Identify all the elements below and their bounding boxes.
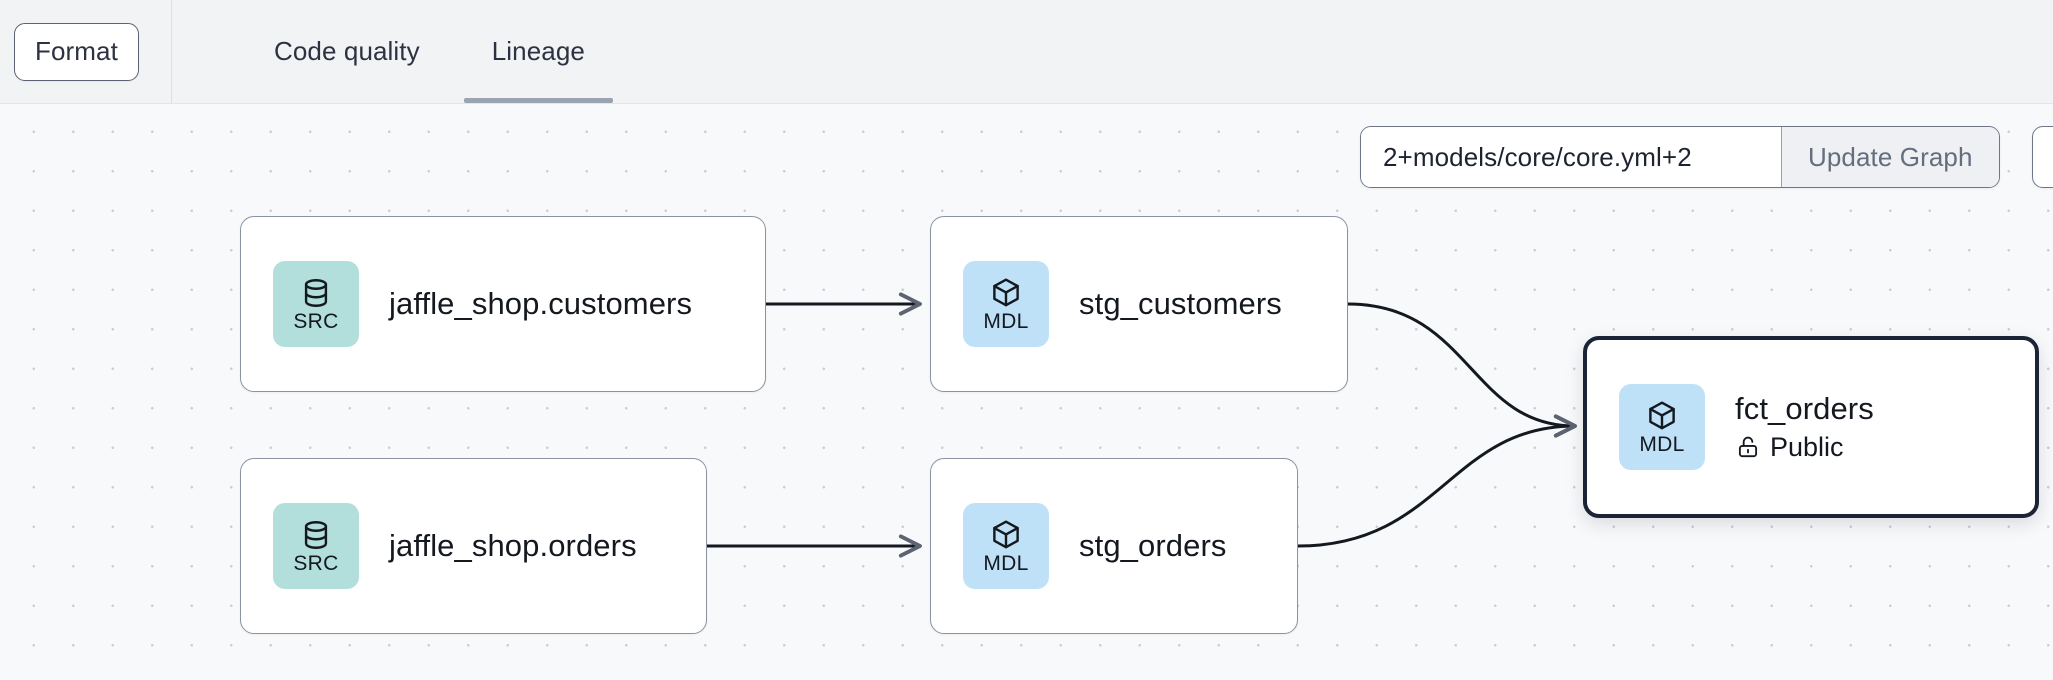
node-title: fct_orders — [1735, 391, 1874, 427]
cube-icon — [1645, 399, 1679, 433]
unlock-icon — [1735, 434, 1761, 460]
node-type-badge-mdl: MDL — [963, 503, 1049, 589]
tab-lineage[interactable]: Lineage — [456, 0, 621, 103]
database-icon — [299, 276, 333, 310]
update-graph-button[interactable]: Update Graph — [1781, 127, 1999, 187]
node-title: stg_orders — [1079, 527, 1227, 563]
edge-stg-customers-to-fct-orders — [1347, 302, 1577, 438]
node-badge-label: MDL — [1639, 433, 1685, 456]
cube-icon — [989, 276, 1023, 310]
node-type-badge-src: SRC — [273, 261, 359, 347]
edge-stg-orders-to-fct-orders — [1297, 414, 1577, 548]
toolbar-header: Format Code quality Lineage — [0, 0, 2053, 104]
node-type-badge-src: SRC — [273, 503, 359, 589]
format-button[interactable]: Format — [14, 22, 139, 81]
cube-icon — [989, 518, 1023, 552]
lineage-node-stg-customers[interactable]: MDL stg_customers — [930, 216, 1348, 392]
lineage-node-jaffle-shop-orders[interactable]: SRC jaffle_shop.orders — [240, 458, 707, 634]
node-type-badge-mdl: MDL — [963, 261, 1049, 347]
tab-bar: Code quality Lineage — [172, 0, 621, 103]
node-badge-label: SRC — [293, 310, 339, 333]
node-body: jaffle_shop.orders — [359, 528, 637, 565]
lineage-node-jaffle-shop-customers[interactable]: SRC jaffle_shop.customers — [240, 216, 766, 392]
graph-selector-toolbar: Update Graph — [1360, 126, 2000, 188]
lineage-node-fct-orders[interactable]: MDL fct_orders Public — [1583, 336, 2039, 518]
format-button-zone: Format — [0, 0, 172, 103]
lineage-node-stg-orders[interactable]: MDL stg_orders — [930, 458, 1298, 634]
node-type-badge-mdl: MDL — [1619, 384, 1705, 470]
node-access-label: Public — [1770, 431, 1844, 462]
node-badge-label: MDL — [983, 552, 1029, 575]
node-badge-label: SRC — [293, 552, 339, 575]
node-badge-label: MDL — [983, 310, 1029, 333]
graph-selector-input[interactable] — [1361, 127, 1781, 187]
node-body: fct_orders Public — [1705, 391, 1874, 463]
database-icon — [299, 518, 333, 552]
lineage-canvas[interactable]: SRC jaffle_shop.customers SRC jaffle_sh — [0, 104, 2053, 680]
node-title: jaffle_shop.customers — [389, 285, 693, 321]
node-body: stg_customers — [1049, 286, 1282, 323]
node-body: jaffle_shop.customers — [359, 286, 692, 323]
node-access-badge: Public — [1735, 432, 1874, 463]
graph-options-panel-stub[interactable] — [2032, 126, 2053, 188]
node-body: stg_orders — [1049, 528, 1226, 565]
node-title: stg_customers — [1079, 285, 1282, 321]
node-title: jaffle_shop.orders — [389, 527, 637, 563]
tab-code-quality[interactable]: Code quality — [238, 0, 456, 103]
